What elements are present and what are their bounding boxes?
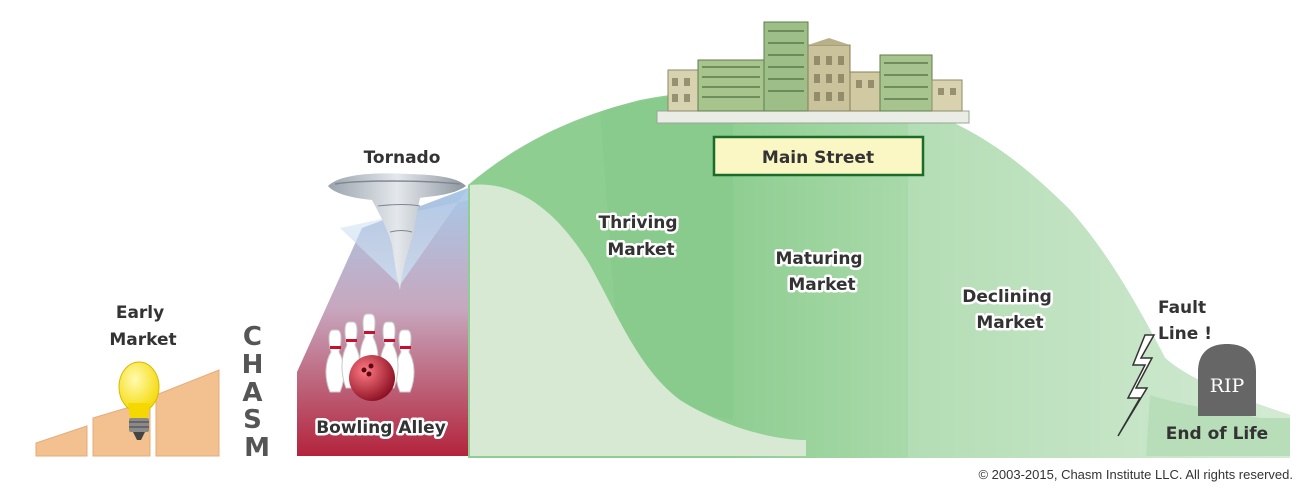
declining-market-label: Declining Market [962,287,1058,333]
main-street-box [712,135,925,177]
rip-label: RIP [1210,375,1245,397]
end-of-life-section: RIP Fault Line ! End of Life [1117,298,1290,456]
end-of-life-zone [1146,395,1290,456]
maturing-market-label: Maturing Market [775,249,868,295]
tornado-section: Tornado [328,148,466,290]
main-street-section: Main Street Thriving Market Maturing Mar… [468,21,1290,458]
bowling-alley-light-zone [470,184,806,456]
thriving-market-zone [600,90,733,420]
copyright-notice: © 2003-2015, Chasm Institute LLC. All ri… [978,467,1293,482]
tombstone-icon: RIP [1198,344,1256,416]
main-street-label: Main Street [762,148,874,168]
end-of-life-label: End of Life [1166,424,1268,444]
thriving-market-label: Thriving Market [598,213,683,260]
early-market-section: Early Market [35,303,220,457]
early-market-step-3 [155,369,220,457]
fault-line-label: Fault Line ! [1158,298,1212,344]
bowling-ball-icon [349,355,395,401]
light-bulb-icon [118,361,160,440]
bowling-alley-label: Bowling Alley [316,418,446,438]
city-skyline-icon [656,21,970,124]
early-market-label: Early Market [109,303,176,350]
lightning-icon [1117,334,1156,437]
bowling-alley-section: Bowling Alley [297,188,468,456]
tornado-label: Tornado [364,148,441,168]
tornado-icon [328,173,466,290]
early-market-step-1 [35,425,88,457]
chasm-label: C H A S M [242,322,273,463]
